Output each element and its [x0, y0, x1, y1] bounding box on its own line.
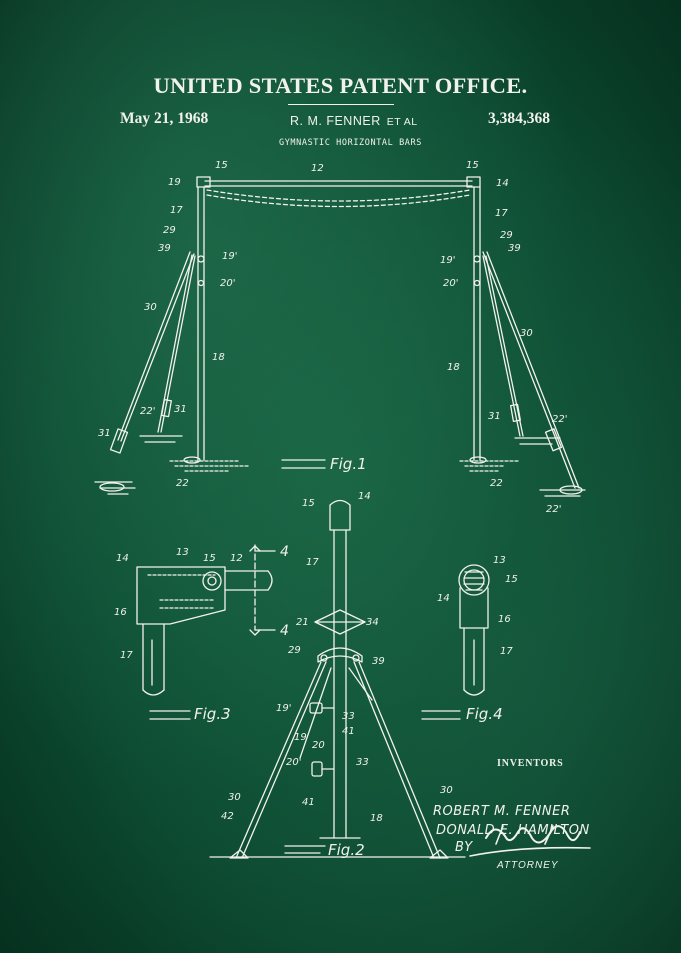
ref-numeral: 39: [158, 243, 171, 254]
figure-3-drawing: [136, 544, 276, 720]
inventor-header: R. M. FENNER ET AL: [290, 114, 418, 128]
attorney-signature-graphic: [469, 825, 591, 857]
ref-numeral: 29: [500, 230, 513, 241]
ref-numeral: 14: [358, 491, 371, 502]
ref-numeral: 22': [552, 414, 567, 425]
ref-numeral: 17: [306, 557, 319, 568]
ref-numeral: 4: [280, 544, 289, 560]
figure-1-drawing: [94, 176, 586, 497]
ref-numeral: 20': [443, 278, 458, 289]
ref-numeral: 30: [520, 328, 533, 339]
ref-numeral: 21: [296, 617, 309, 628]
figure-2-drawing: [209, 499, 466, 859]
ref-numeral: 15: [505, 574, 518, 585]
ref-numeral: 14: [496, 178, 509, 189]
ref-numeral: 17: [500, 646, 513, 657]
ref-numeral: 13: [176, 547, 189, 558]
ref-numeral: 18: [212, 352, 225, 363]
ref-numeral: 34: [366, 617, 379, 628]
ref-numeral: 22: [176, 478, 189, 489]
ref-numeral: 17: [170, 205, 183, 216]
patent-subtitle: GYMNASTIC HORIZONTAL BARS: [279, 138, 422, 148]
ref-numeral: 22: [490, 478, 503, 489]
inventor-1-name: ROBERT M. FENNER: [433, 804, 570, 819]
ref-numeral: 31: [98, 428, 111, 439]
ref-numeral: 4: [280, 623, 289, 639]
fig-4-label: Fig.4: [466, 705, 503, 723]
ref-numeral: 22': [140, 406, 155, 417]
patent-number: 3,384,368: [488, 110, 550, 127]
ref-numeral: 31: [488, 411, 501, 422]
ref-numeral: 41: [302, 797, 315, 808]
ref-numeral: 15: [203, 553, 216, 564]
ref-numeral: 29: [288, 645, 301, 656]
ref-numeral: 33: [342, 711, 355, 722]
attorney-label: ATTORNEY: [497, 860, 559, 871]
ref-numeral: 42: [221, 811, 234, 822]
ref-numeral: 15: [215, 160, 228, 171]
inventor-2-name: DONALD E. HAMILTON: [436, 823, 590, 838]
ref-numeral: 16: [498, 614, 511, 625]
inventors-label: INVENTORS: [497, 758, 564, 769]
ref-numeral: 15: [302, 498, 315, 509]
ref-numeral: 19': [440, 255, 455, 266]
ref-numeral: 30: [440, 785, 453, 796]
ref-numeral: 29: [163, 225, 176, 236]
ref-numeral: 20': [220, 278, 235, 289]
ref-numeral: 22': [546, 504, 561, 515]
ref-numeral: 41: [342, 726, 355, 737]
patent-office-title: UNITED STATES PATENT OFFICE.: [153, 73, 528, 98]
fig-1-label: Fig.1: [330, 455, 367, 473]
ref-numeral: 14: [437, 593, 450, 604]
ref-numeral: 39: [372, 656, 385, 667]
figure-4-drawing: [421, 564, 490, 720]
et-al: ET AL: [386, 116, 418, 128]
ref-numeral: 17: [495, 208, 508, 219]
patent-date: May 21, 1968: [120, 110, 209, 127]
ref-numeral: 14: [116, 553, 129, 564]
ref-numeral: 13: [493, 555, 506, 566]
ref-numeral: 15: [466, 160, 479, 171]
ref-numeral: 18: [447, 362, 460, 373]
by-label: BY: [455, 840, 473, 855]
ref-numeral: 18: [370, 813, 383, 824]
ref-numeral: 19': [222, 251, 237, 262]
ref-numeral: 20: [312, 740, 325, 751]
ref-numeral: 16: [114, 607, 127, 618]
ref-numeral: 39: [508, 243, 521, 254]
ref-numeral: 33: [356, 757, 369, 768]
ref-numeral: 17: [120, 650, 133, 661]
ref-numeral: 12: [311, 163, 324, 174]
title-divider: [288, 104, 394, 105]
ref-numeral: 30: [228, 792, 241, 803]
ref-numeral: 19: [168, 177, 181, 188]
ref-numeral: 31: [174, 404, 187, 415]
ref-numeral: 12: [230, 553, 243, 564]
ref-numeral: 19: [294, 732, 307, 743]
fig-2-label: Fig.2: [328, 841, 365, 859]
fig-3-label: Fig.3: [194, 705, 231, 723]
ref-numeral: 19': [276, 703, 291, 714]
inventor-short-name: R. M. FENNER: [290, 114, 381, 128]
ref-numeral: 30: [144, 302, 157, 313]
ref-numeral: 20': [286, 757, 301, 768]
